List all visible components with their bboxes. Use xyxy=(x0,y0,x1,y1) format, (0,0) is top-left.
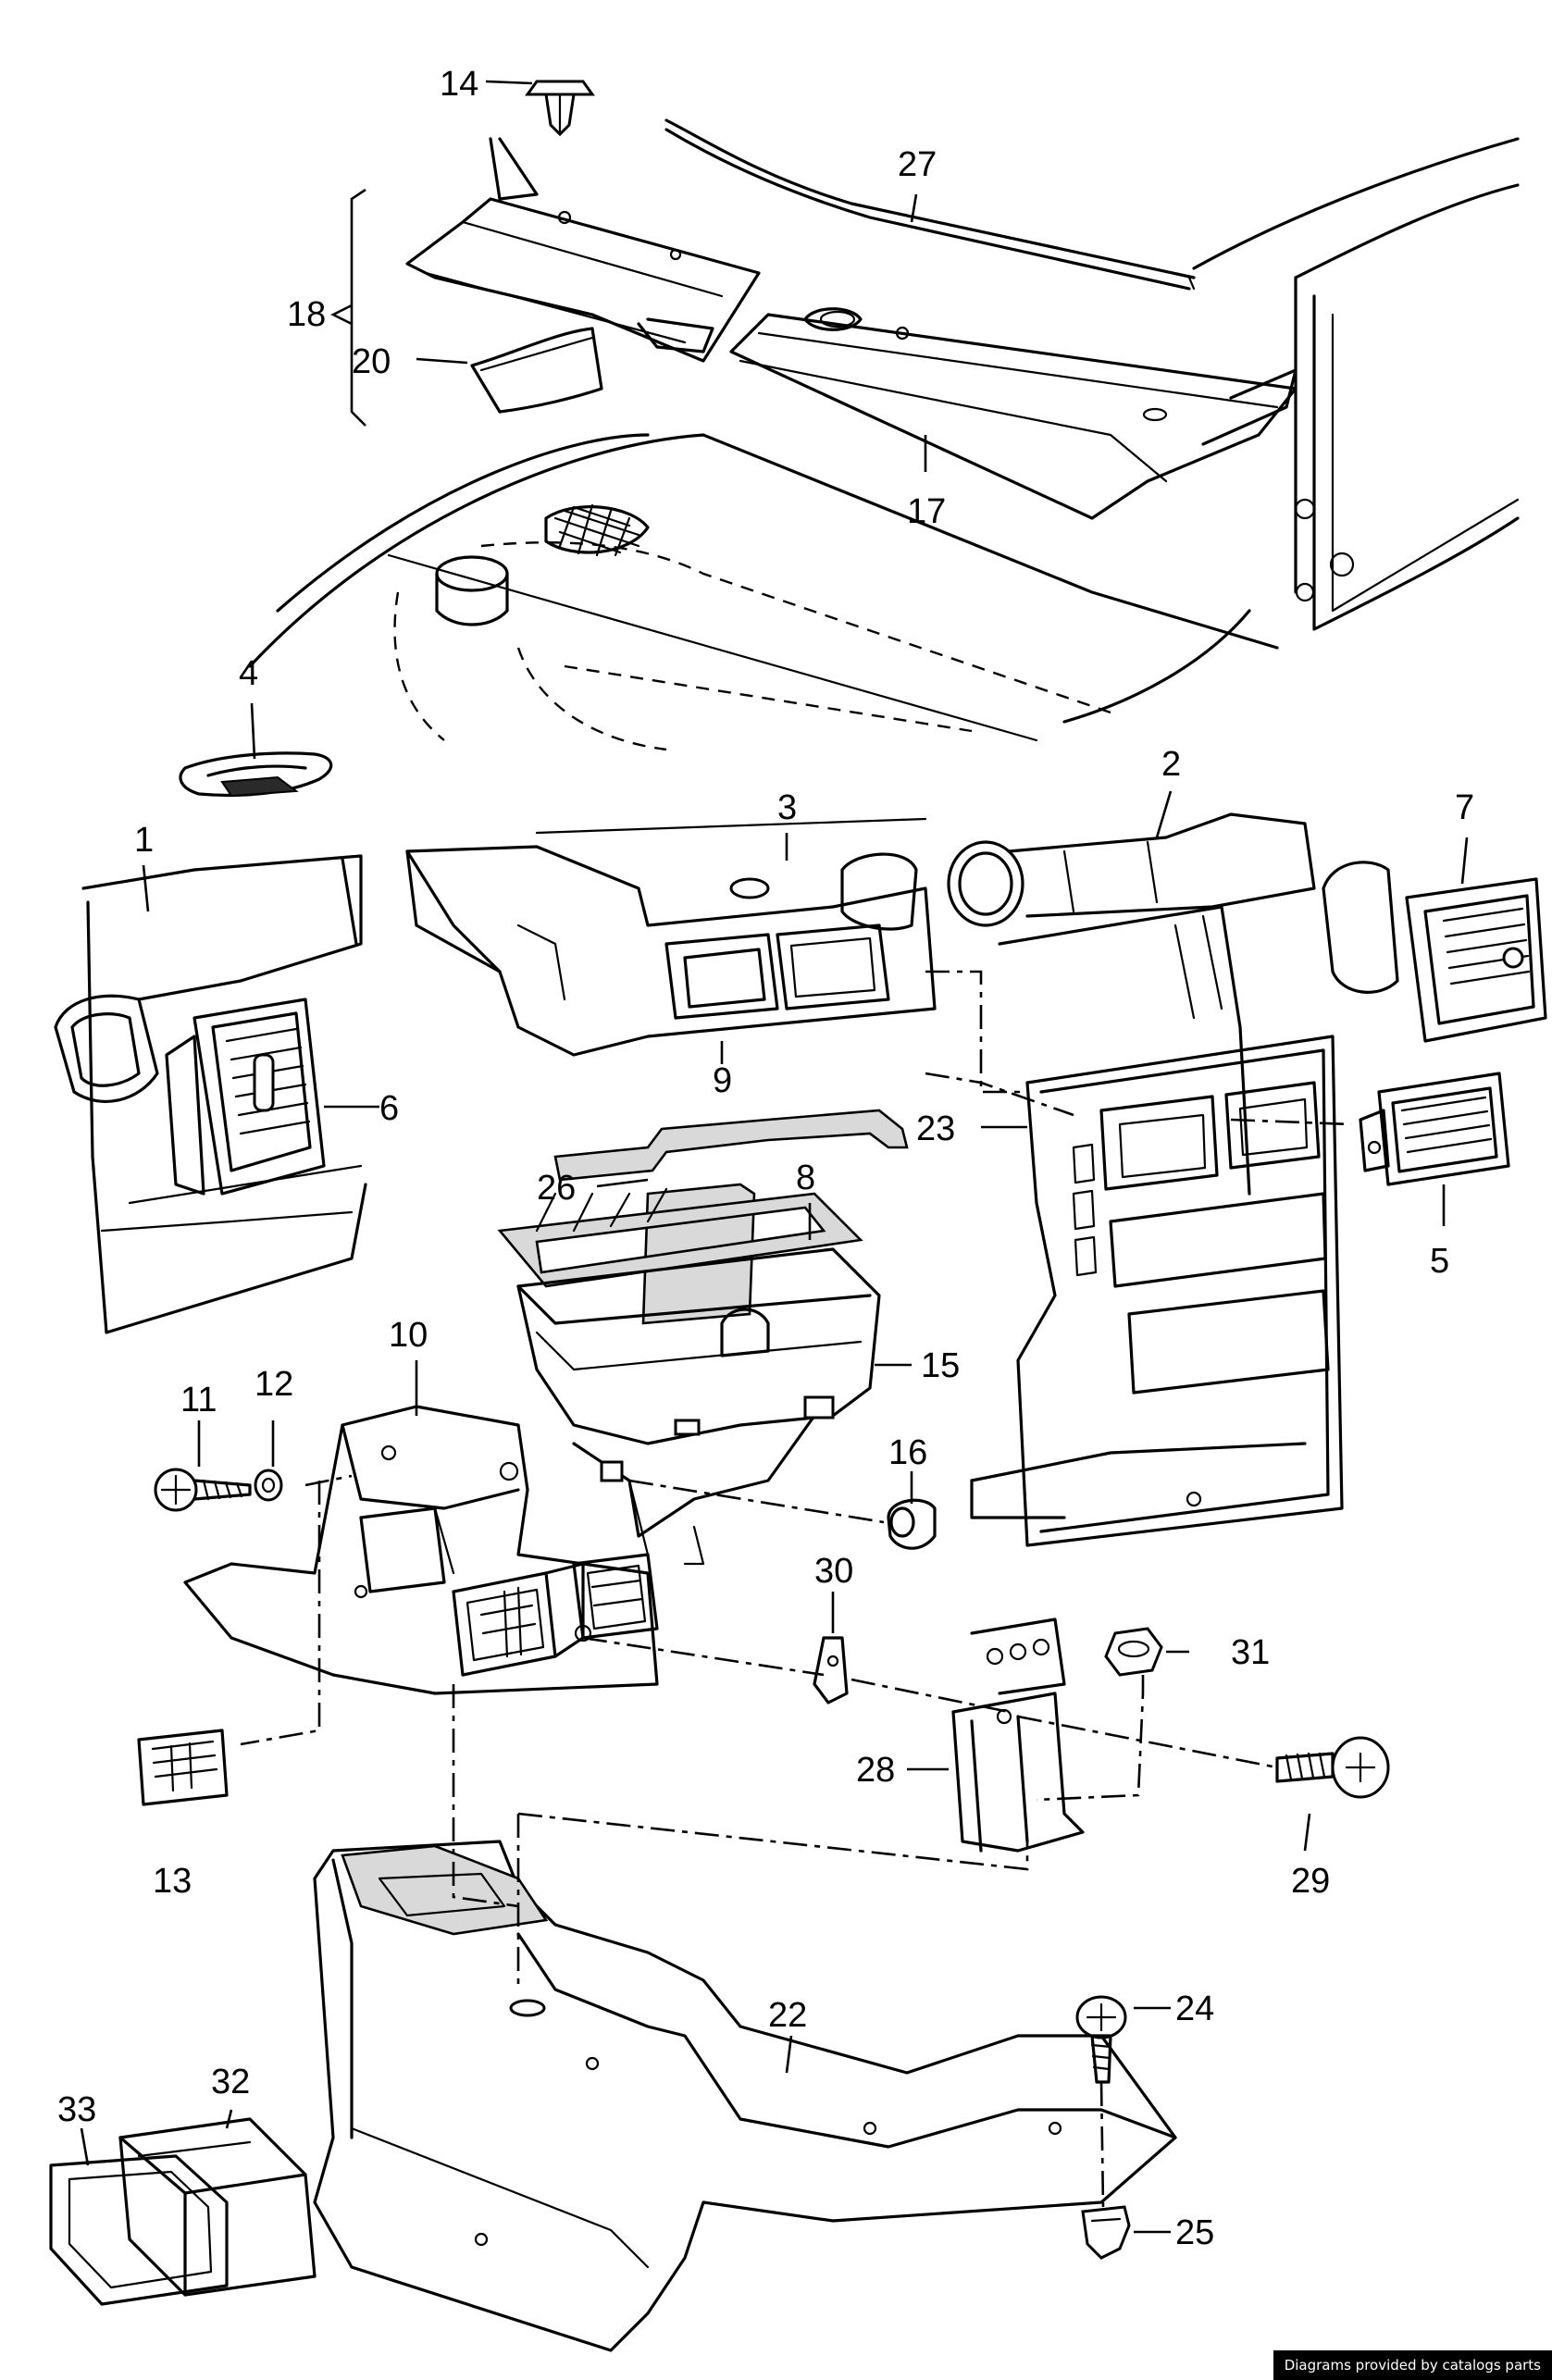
washer-part-12 xyxy=(254,1469,283,1502)
callout-12: 12 xyxy=(255,1365,293,1404)
callout-2: 2 xyxy=(1161,745,1181,784)
callout-8: 8 xyxy=(796,1159,815,1197)
callout-18: 18 xyxy=(287,295,326,334)
leader-lines xyxy=(80,80,1469,2234)
callouts: 14 27 18 20 17 4 2 3 7 1 6 9 8 23 26 5 1… xyxy=(57,65,1474,2252)
callout-33: 33 xyxy=(57,2090,96,2129)
seal-strip-part-9 xyxy=(553,1109,909,1182)
callout-24: 24 xyxy=(1175,1990,1214,2028)
lower-housing-part-10 xyxy=(183,1405,659,1695)
callout-30: 30 xyxy=(814,1552,853,1591)
callout-5: 5 xyxy=(1430,1242,1449,1281)
nut-part-31 xyxy=(1104,1627,1163,1677)
callout-22: 22 xyxy=(768,1996,807,2035)
callout-16: 16 xyxy=(888,1433,927,1472)
callout-29: 29 xyxy=(1291,1862,1330,1901)
cowl-panel-right xyxy=(729,307,1297,520)
callout-20: 20 xyxy=(352,342,391,381)
vent-part-13 xyxy=(137,1729,229,1806)
seal-part-33 xyxy=(49,2154,229,2306)
callout-32: 32 xyxy=(211,2063,250,2101)
callout-27: 27 xyxy=(898,145,937,184)
credit-badge: Diagrams provided by catalogs parts xyxy=(1273,2350,1552,2380)
callout-23: 23 xyxy=(916,1109,955,1148)
vent-part-6 xyxy=(165,998,326,1196)
clip-part-14 xyxy=(525,80,595,137)
bracket-part-28 xyxy=(951,1618,1085,1853)
deflector xyxy=(470,327,603,414)
callout-31: 31 xyxy=(1231,1633,1270,1672)
cowl-panel-left xyxy=(405,137,761,363)
housing-part-15 xyxy=(516,1247,881,1566)
seal-frame-part-8 xyxy=(497,1192,863,1288)
screw-part-29 xyxy=(1275,1736,1390,1799)
frame-part-32 xyxy=(118,2117,317,2297)
clip-part-25 xyxy=(1081,2205,1131,2260)
callout-4: 4 xyxy=(239,654,258,693)
plenum-grille xyxy=(544,503,650,557)
cowl-area xyxy=(248,80,1520,751)
callout-9: 9 xyxy=(713,1061,732,1100)
left-duct-part-1 xyxy=(54,854,367,1334)
console-part-22 xyxy=(313,1840,1177,2352)
callout-1: 1 xyxy=(134,821,154,860)
callout-26: 26 xyxy=(537,1169,576,1208)
callout-17: 17 xyxy=(907,492,946,531)
center-trim-panel-part-23 xyxy=(970,1035,1344,1547)
clip-part-30 xyxy=(813,1636,849,1704)
assembly-lines xyxy=(240,970,1352,2208)
callout-13: 13 xyxy=(153,1862,192,1901)
callout-25: 25 xyxy=(1175,2213,1214,2252)
callout-14: 14 xyxy=(440,65,478,104)
callout-7: 7 xyxy=(1455,788,1474,827)
right-duct-part-2 xyxy=(947,812,1316,1196)
vent-part-5 xyxy=(1359,1072,1510,1186)
callout-3: 3 xyxy=(777,788,797,827)
callout-6: 6 xyxy=(379,1089,399,1128)
vent-part-7 xyxy=(1322,861,1547,1043)
elbow-part-16 xyxy=(887,1498,937,1550)
callout-15: 15 xyxy=(921,1346,960,1385)
center-duct-part-3 xyxy=(405,817,937,1057)
callout-11: 11 xyxy=(180,1381,217,1419)
callout-28: 28 xyxy=(856,1751,895,1790)
screw-part-11 xyxy=(154,1468,252,1512)
screw-part-24 xyxy=(1075,1995,1127,2084)
gasket-part-4 xyxy=(179,751,333,798)
callout-10: 10 xyxy=(389,1316,428,1355)
